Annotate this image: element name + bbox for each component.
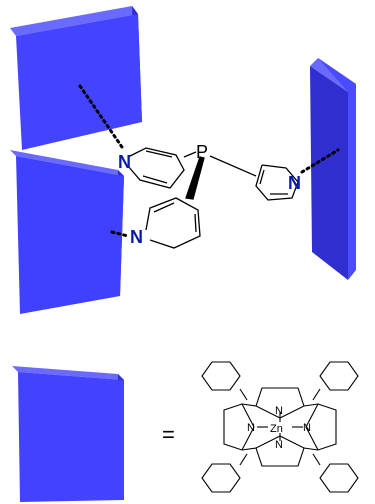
panel-bottom-left: [10, 150, 124, 314]
nitrogen-atoms: N N N: [118, 152, 301, 247]
phosphorus-label: P: [196, 142, 208, 162]
coordination-bonds: [78, 84, 340, 238]
equals-sign: =: [162, 422, 175, 447]
porphyrin-n-top-label: N: [275, 405, 283, 417]
nitrogen-label-bottom: N: [130, 227, 143, 247]
porphyrin-n-left-label: N: [247, 422, 255, 434]
porphyrin-n-bottom-label: N: [275, 439, 283, 451]
porphyrin-atom-labels: Zn N N N N: [247, 405, 311, 451]
legend-panel: [12, 366, 124, 502]
panel-top-left: [10, 6, 142, 150]
phosphorus-atom: P: [196, 142, 208, 162]
zinc-porphyrin-structure: [201, 361, 359, 493]
nitrogen-label-top: N: [118, 152, 131, 172]
zinc-label: Zn: [270, 423, 283, 435]
panel-right: [310, 58, 356, 280]
porphyrin-n-right-label: N: [303, 422, 311, 434]
pyridyl-phosphine: [127, 147, 299, 249]
nitrogen-label-right: N: [288, 173, 301, 193]
